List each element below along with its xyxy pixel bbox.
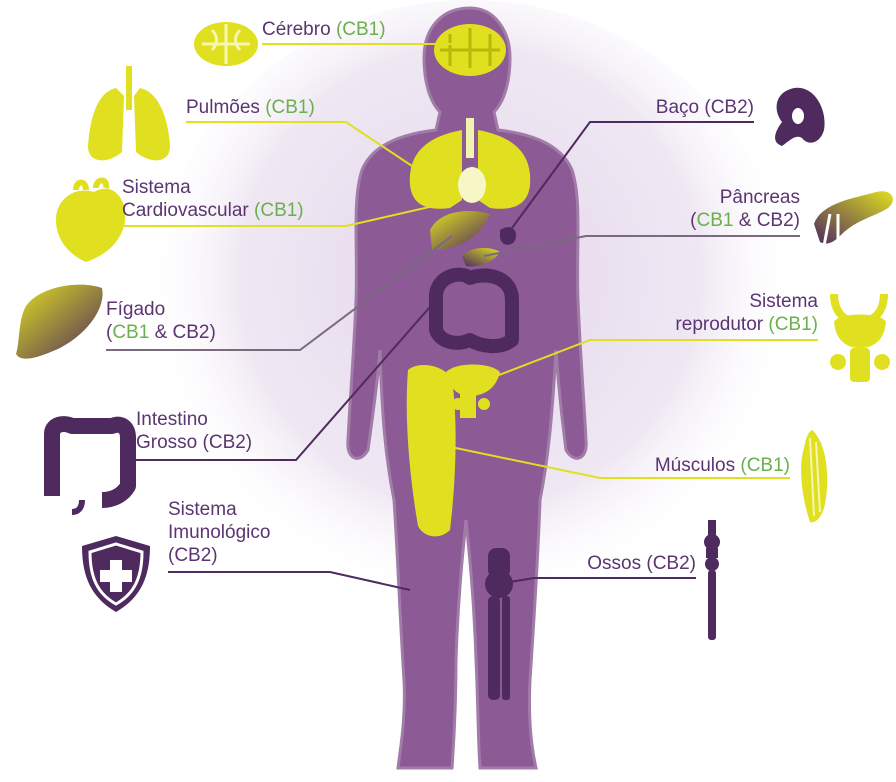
label-cardio-line2: Cardiovascular	[122, 200, 249, 221]
liver-icon	[16, 285, 103, 359]
label-figado-rest: & CB2)	[149, 322, 216, 343]
label-pancreas-line1: Pâncreas	[690, 186, 800, 209]
pancreas-icon	[814, 191, 893, 246]
muscle-icon	[801, 430, 827, 522]
large-intestine-icon	[52, 424, 128, 512]
spleen-icon	[775, 88, 824, 146]
label-reprodutor-receptor: (CB1)	[768, 314, 818, 335]
lungs-icon	[88, 66, 170, 160]
brain-icon	[194, 22, 258, 66]
label-figado: Fígado (CB1 & CB2)	[106, 298, 216, 344]
label-intestino: Intestino Grosso (CB2)	[136, 408, 252, 454]
label-pulmoes-receptor: (CB1)	[265, 97, 315, 118]
label-musculos: Músculos (CB1)	[655, 454, 790, 477]
body-leg-bones	[485, 548, 513, 700]
label-intestino-line1: Intestino	[136, 408, 252, 431]
label-musculos-name: Músculos	[655, 455, 735, 476]
label-figado-cb1: CB1	[112, 322, 149, 343]
body-heart	[458, 167, 486, 203]
label-musculos-receptor: (CB1)	[740, 455, 790, 476]
label-cerebro-receptor: (CB1)	[336, 19, 386, 40]
label-imuno-line3: (CB2)	[168, 544, 270, 567]
heart-icon	[56, 181, 125, 263]
label-pulmoes: Pulmões (CB1)	[186, 96, 315, 119]
shield-plus-icon	[82, 536, 150, 612]
label-pulmoes-name: Pulmões	[186, 97, 260, 118]
label-ossos-text: Ossos (CB2)	[587, 553, 696, 574]
label-pancreas: Pâncreas (CB1 & CB2)	[690, 186, 800, 232]
label-pancreas-cb1: CB1	[697, 210, 734, 231]
label-ossos: Ossos (CB2)	[587, 552, 696, 575]
label-cardio-receptor: (CB1)	[254, 200, 304, 221]
bone-icon	[704, 520, 720, 640]
label-imunologico: Sistema Imunológico (CB2)	[168, 498, 270, 567]
label-baco-text: Baço (CB2)	[656, 97, 754, 118]
label-reprodutor-line2: reprodutor	[675, 314, 763, 335]
label-baco: Baço (CB2)	[656, 96, 754, 119]
label-figado-line1: Fígado	[106, 298, 216, 321]
reproductive-system-icon	[830, 294, 890, 382]
label-cardiovascular: Sistema Cardiovascular (CB1)	[122, 176, 304, 222]
label-pancreas-rest: & CB2)	[733, 210, 800, 231]
label-reprodutor: Sistema reprodutor (CB1)	[675, 290, 818, 336]
body-spleen	[500, 227, 516, 245]
label-imuno-line1: Sistema	[168, 498, 270, 521]
label-cerebro-name: Cérebro	[262, 19, 331, 40]
label-imuno-line2: Imunológico	[168, 521, 270, 544]
label-intestino-line2: Grosso (CB2)	[136, 431, 252, 454]
body-brain	[434, 24, 506, 76]
label-reprodutor-line1: Sistema	[675, 290, 818, 313]
label-cardio-line1: Sistema	[122, 176, 304, 199]
label-cerebro: Cérebro (CB1)	[262, 18, 386, 41]
